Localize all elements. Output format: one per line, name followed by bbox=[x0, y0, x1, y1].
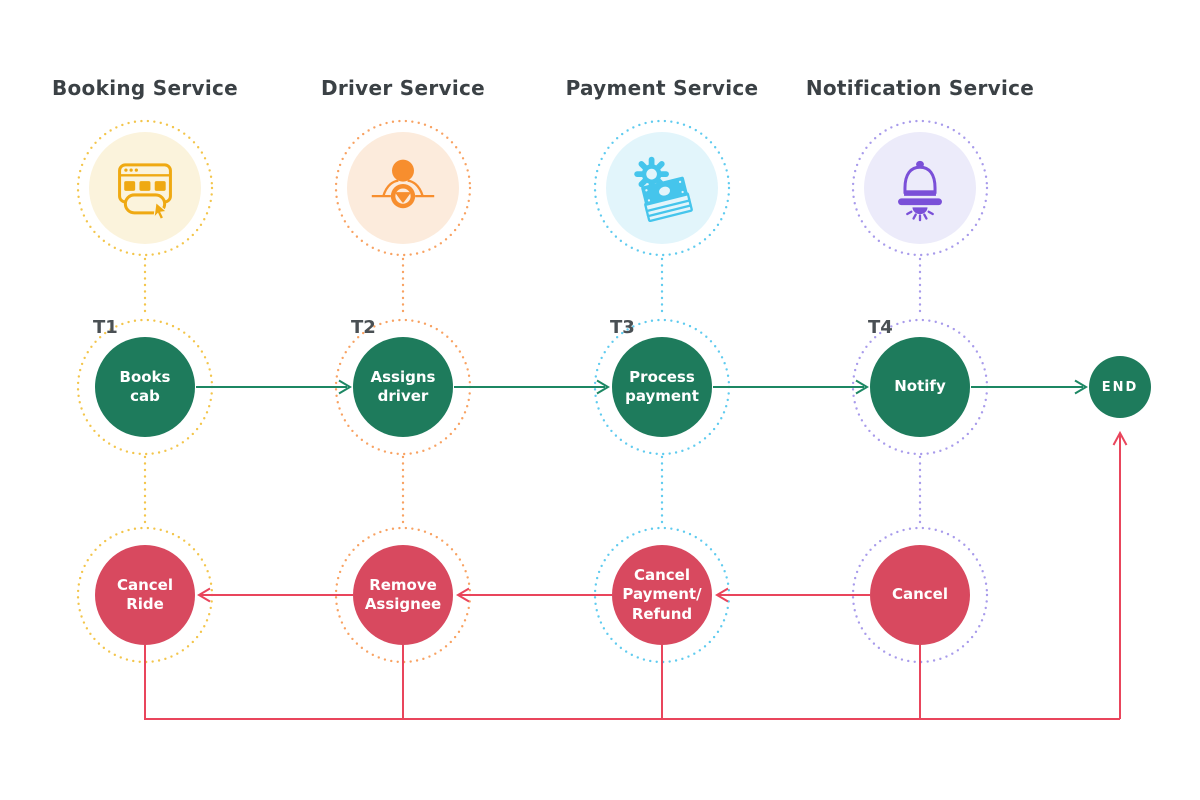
compensation-node-cancel-ride: Cancel Ride bbox=[95, 545, 195, 645]
booking-service-icon bbox=[89, 132, 201, 244]
transaction-id-label-t4: T4 bbox=[868, 317, 893, 338]
transaction-id-label-t2: T2 bbox=[351, 317, 376, 338]
transaction-id-label-t1: T1 bbox=[93, 317, 118, 338]
end-node: END bbox=[1089, 356, 1151, 418]
payment-service-icon bbox=[606, 132, 718, 244]
service-header-notification: Notification Service bbox=[805, 76, 1035, 100]
compensation-node-cancel: Cancel bbox=[870, 545, 970, 645]
bell-icon bbox=[898, 160, 942, 222]
browser-click-icon bbox=[118, 163, 172, 221]
compensation-node-cancel-payment-refund: Cancel Payment/ Refund bbox=[612, 545, 712, 645]
driver-steering-wheel-icon bbox=[371, 159, 435, 209]
driver-service-icon bbox=[347, 132, 459, 244]
service-header-booking: Booking Service bbox=[51, 76, 239, 100]
transaction-node-notify: Notify bbox=[870, 337, 970, 437]
compensation-node-remove-assignee: Remove Assignee bbox=[353, 545, 453, 645]
gear-money-icon bbox=[634, 156, 693, 223]
transaction-id-label-t3: T3 bbox=[610, 317, 635, 338]
transaction-node-assigns-driver: Assigns driver bbox=[353, 337, 453, 437]
service-header-payment: Payment Service bbox=[565, 76, 759, 100]
transaction-node-books-cab: Books cab bbox=[95, 337, 195, 437]
transaction-node-process-payment: Process payment bbox=[612, 337, 712, 437]
service-header-driver: Driver Service bbox=[320, 76, 486, 100]
notification-service-icon bbox=[864, 132, 976, 244]
